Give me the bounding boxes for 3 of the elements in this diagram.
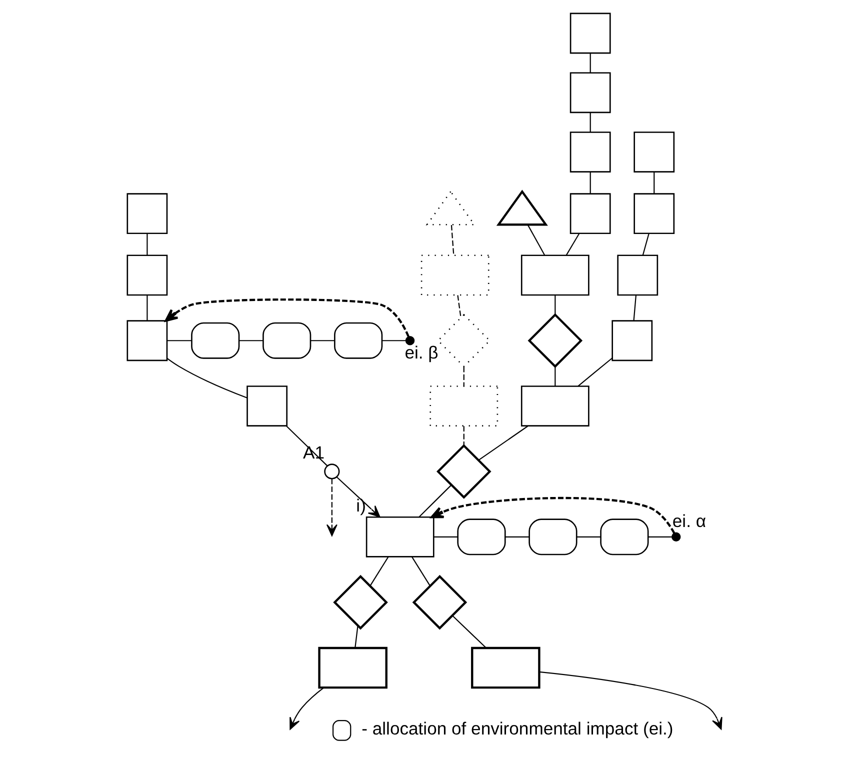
legend-label: - allocation of environmental impact (ei.) bbox=[362, 718, 674, 738]
node-label: ei. β bbox=[404, 342, 438, 362]
node-label: ei. α bbox=[672, 510, 706, 531]
